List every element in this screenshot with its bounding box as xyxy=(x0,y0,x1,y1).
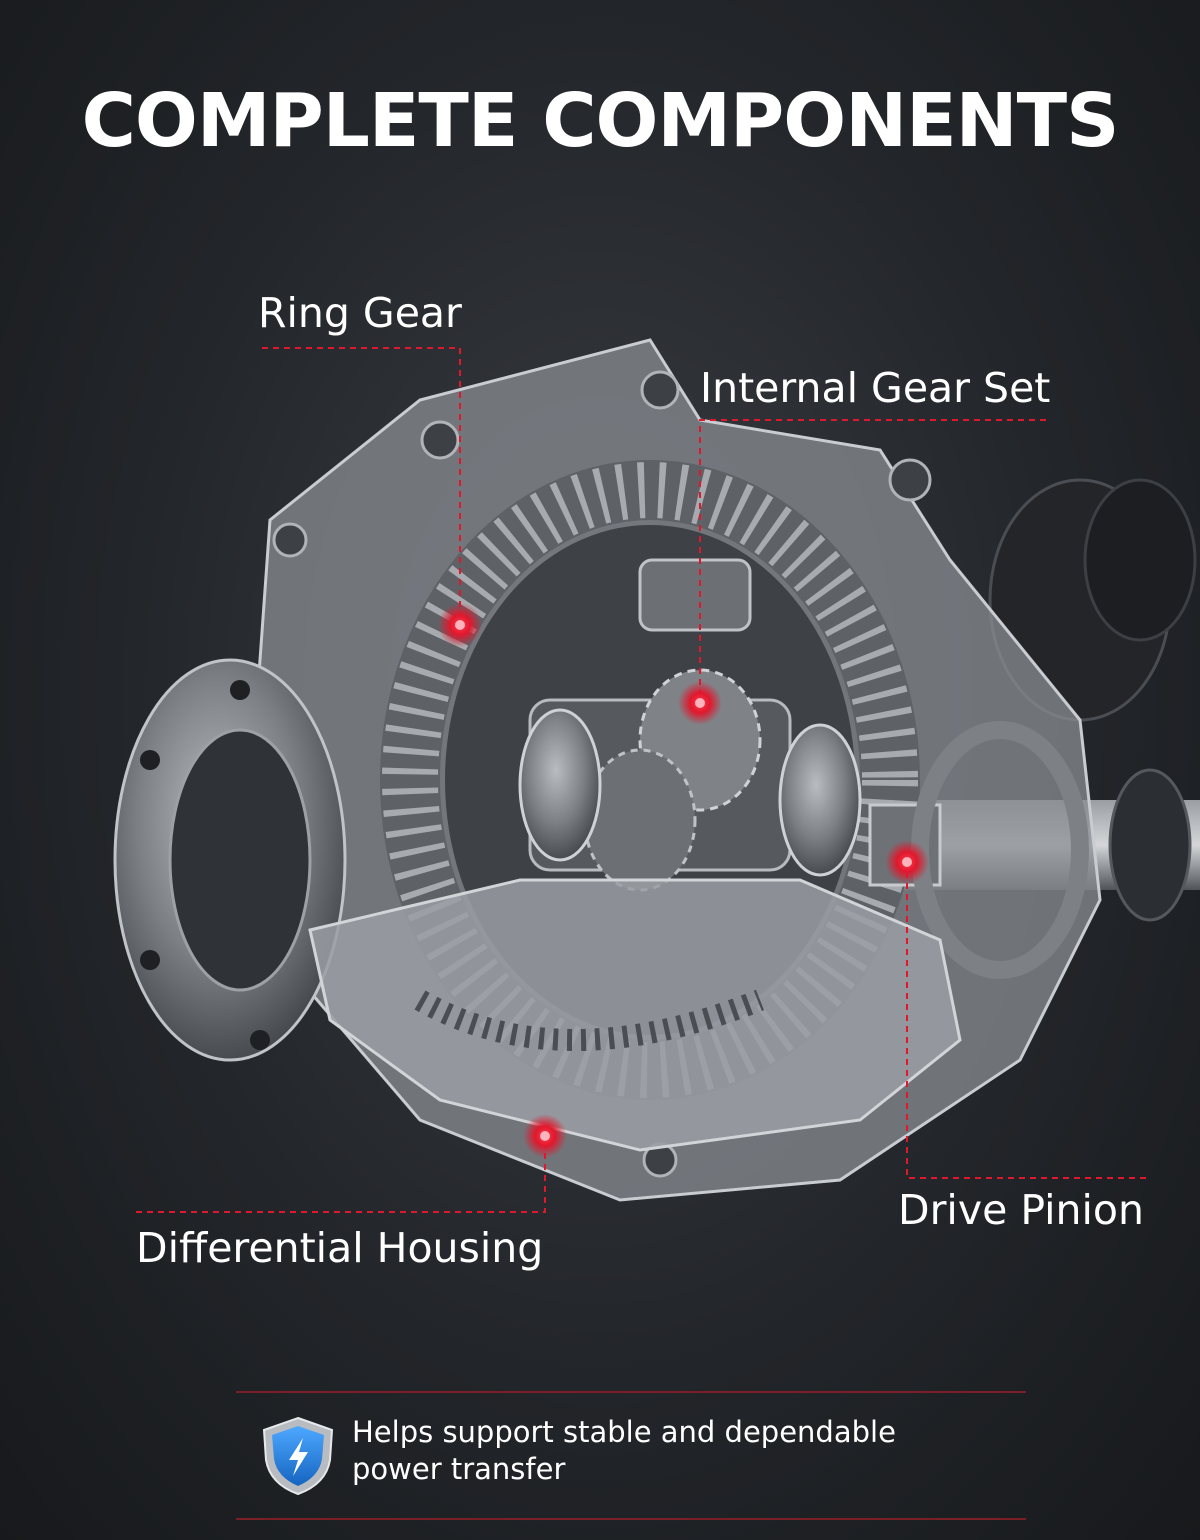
callout-markers xyxy=(438,603,929,1158)
input-flange xyxy=(113,658,347,1062)
footer-tagline-line1: Helps support stable and dependable xyxy=(352,1415,896,1449)
footer-divider-top xyxy=(236,1391,1026,1393)
internal-gear-set xyxy=(518,558,862,892)
drive-pinion-leader xyxy=(906,860,1146,1179)
internal-gear-set-label: Internal Gear Set xyxy=(700,364,1051,412)
differential-housing-leader xyxy=(136,1136,546,1213)
callout-lines xyxy=(136,347,1146,1213)
ring-gear-label: Ring Gear xyxy=(258,289,462,337)
lower-housing-section xyxy=(308,878,962,1152)
drive-pinion-label: Drive Pinion xyxy=(898,1186,1144,1234)
differential-housing-label: Differential Housing xyxy=(136,1224,544,1272)
page-title: COMPLETE COMPONENTS xyxy=(81,78,1120,164)
footer-divider-bottom xyxy=(236,1518,1026,1520)
shield-lightning-icon xyxy=(262,1416,334,1496)
footer-tagline-line2: power transfer xyxy=(352,1452,566,1486)
ring-gear-leader xyxy=(262,347,461,625)
footer-tagline: Helps support stable and dependable powe… xyxy=(352,1414,992,1488)
internal-gear-set-leader xyxy=(699,419,1046,700)
